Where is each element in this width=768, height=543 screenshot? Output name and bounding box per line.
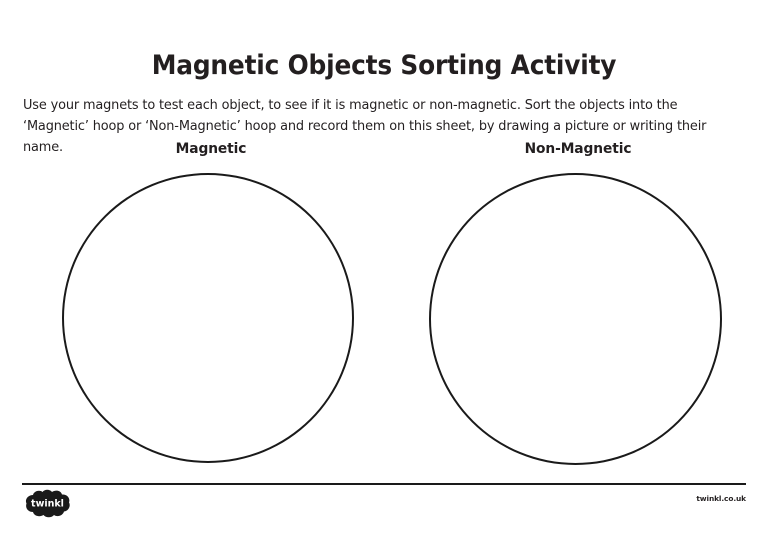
twinkl-logo-text: twinkl [31, 499, 64, 510]
instructions-text: Use your magnets to test each object, to… [23, 98, 707, 156]
page-title: Magnetic Objects Sorting Activity [151, 50, 617, 82]
hoop-magnetic: Magnetic [62, 140, 360, 463]
twinkl-url[interactable]: twinkl.co.uk [696, 494, 746, 503]
twinkl-logo: twinkl [24, 489, 71, 518]
hoop-circle-magnetic[interactable] [62, 173, 354, 463]
hoop-non-magnetic: Non-Magnetic [429, 140, 727, 465]
hoop-circle-non-magnetic[interactable] [429, 173, 722, 465]
footer-divider [22, 483, 746, 485]
hoop-label-magnetic: Magnetic [175, 141, 247, 157]
hoop-label-non-magnetic: Non-Magnetic [524, 141, 632, 157]
sorting-hoops-area: Magnetic Non-Magnetic [0, 140, 768, 475]
